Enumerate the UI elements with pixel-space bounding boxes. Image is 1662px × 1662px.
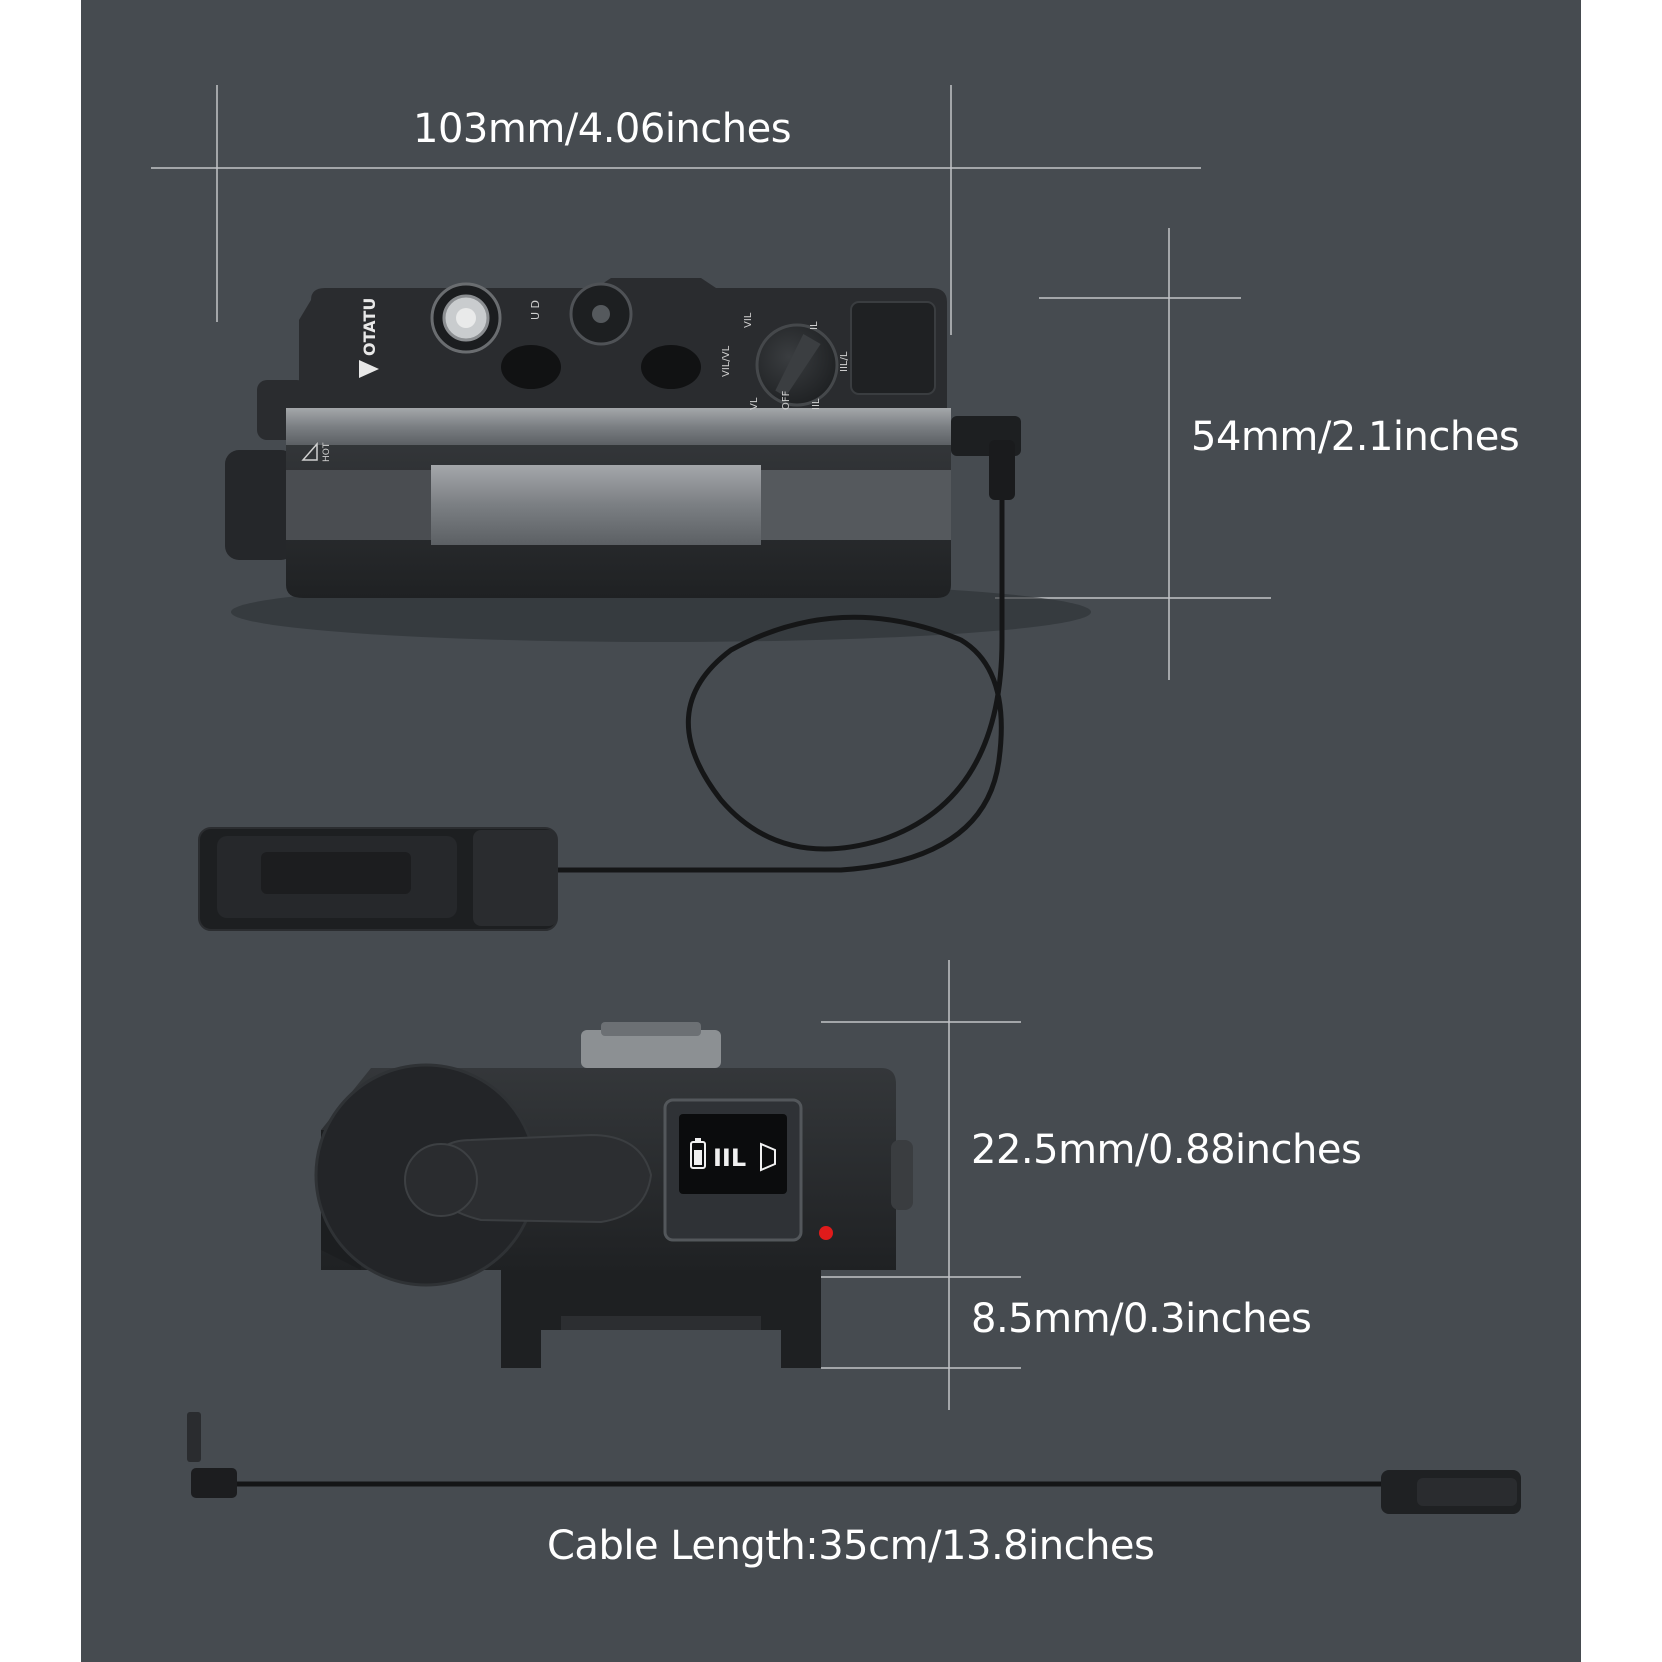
svg-text:OFF: OFF (781, 390, 792, 410)
display-mode-text: IIL (713, 1144, 746, 1172)
loose-cable (187, 1412, 1521, 1514)
dimension-guides-side (821, 960, 1021, 1410)
mount-hole-right (641, 345, 701, 389)
cable-length-label: Cable Length:35cm/13.8inches (547, 1523, 1155, 1569)
svg-text:U D: U D (529, 300, 542, 320)
textured-grip-pad (850, 301, 936, 395)
laser-icon (760, 1142, 776, 1172)
width-dimension-label: 103mm/4.06inches (413, 106, 792, 152)
indicator-led-icon (819, 1226, 833, 1240)
brand-logo: OTATU (359, 298, 379, 378)
svg-text:OTATU: OTATU (360, 298, 379, 356)
front-lens-cap (225, 450, 295, 560)
svg-text:IL: IL (809, 321, 820, 330)
height-dimension-label: 54mm/2.1inches (1191, 414, 1520, 460)
mount-hole-left (501, 345, 561, 389)
body-height-dimension-label: 22.5mm/0.88inches (971, 1127, 1362, 1173)
svg-text:HOT: HOT (322, 442, 332, 462)
hot-warning-icon: HOT (301, 442, 332, 462)
remote-cable (551, 500, 1005, 873)
device-silver-band (286, 408, 951, 445)
elevation-adjuster[interactable]: U D (529, 282, 633, 346)
power-button-icon[interactable] (430, 282, 502, 354)
status-display (679, 1114, 787, 1194)
svg-text:IIL: IIL (811, 398, 822, 410)
lever-pivot (404, 1143, 478, 1217)
mode-selector-knob[interactable]: VIL/VL VIL IL IIL/L VL OFF IIL (721, 312, 850, 410)
laser-device-side-view: IIL (314, 1022, 913, 1368)
svg-text:VIL/VL: VIL/VL (721, 345, 732, 377)
svg-text:VL: VL (749, 397, 760, 410)
battery-icon (690, 1138, 706, 1169)
remote-pressure-switch[interactable] (198, 827, 558, 931)
svg-text:VIL: VIL (743, 312, 754, 328)
rail-height-dimension-label: 8.5mm/0.3inches (971, 1296, 1312, 1342)
product-photo-panel: OTATU U D VIL/VL VIL (81, 0, 1581, 1662)
product-illustration: OTATU U D VIL/VL VIL (151, 85, 1521, 1514)
svg-text:IIL/L: IIL/L (839, 351, 850, 372)
laser-device-top-view: OTATU U D VIL/VL VIL (225, 278, 1091, 642)
